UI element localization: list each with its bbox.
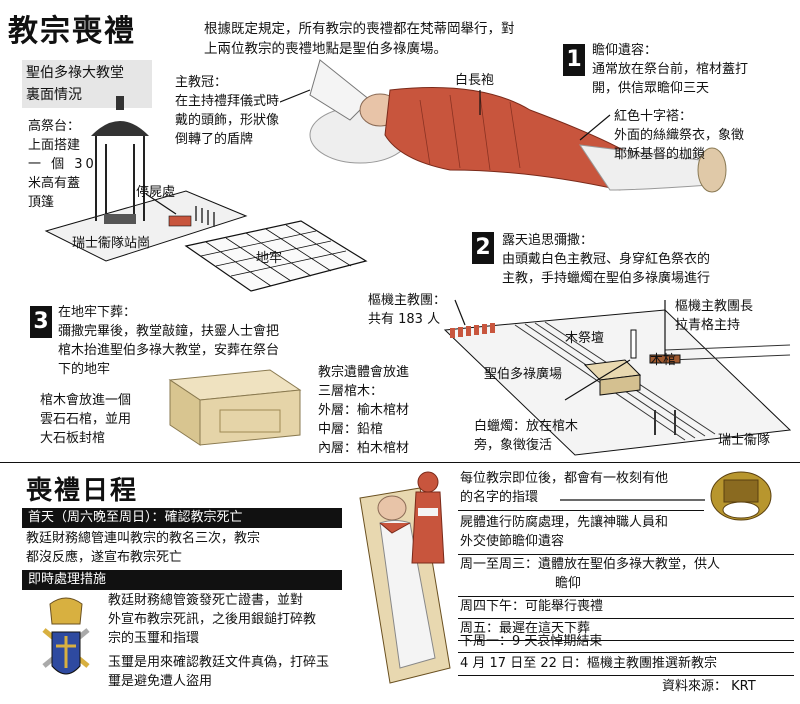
embalm-text-1: 屍體進行防腐處理，先讓神職人員和	[460, 515, 669, 530]
bier-label: 停屍處	[136, 185, 176, 200]
coffins-line-1: 教宗遺體會放進	[318, 365, 410, 380]
pallium-label-1: 紅色十字褡：	[614, 109, 693, 124]
section-divider	[0, 462, 800, 463]
step-3-line-2: 彌撒完畢後，教堂敲鐘，扶靈人士會把	[58, 324, 280, 339]
conclave-text: 4 月 17 日至 22 日：樞機主教團推選新教宗	[460, 656, 718, 671]
pallium-label-2: 外面的絲織祭衣，象徵	[614, 128, 745, 143]
altar-label-2: 上面搭建	[28, 138, 81, 153]
step-2-line-1: 露天追思彌撒：	[502, 233, 594, 248]
source-credit: 資料來源： KRT	[662, 679, 756, 694]
mon-wed-text-2: 瞻仰	[555, 576, 582, 591]
measures-text-2: 外宣布教宗死訊，之後用銀鎚打碎教	[108, 612, 317, 627]
guard-station-label: 瑞士衞隊站崗	[72, 236, 151, 251]
step-2-line-3: 主教，手持蠟燭在聖伯多祿廣場進行	[502, 271, 711, 286]
cardinal-figure-illustration	[411, 471, 445, 564]
swiss-guard-label: 瑞士衞隊	[718, 433, 771, 448]
schedule-rule	[458, 510, 704, 511]
coffins-line-4: 中層：鉛棺	[318, 422, 384, 437]
step-3-line-4: 下的地牢	[58, 362, 111, 377]
papal-coat-of-arms-icon	[42, 597, 90, 675]
ring-text-2: 的名字的指環	[460, 490, 539, 505]
candle-line-1: 白蠟燭：放在棺木	[474, 419, 579, 434]
wooden-coffin-label: 木棺	[650, 353, 677, 368]
schedule-rule	[458, 596, 794, 597]
coffins-line-3: 外層：榆木棺材	[318, 403, 410, 418]
mitre-label-2: 在主持禮拜儀式時	[175, 94, 280, 109]
day1-text-1: 教廷財務總管連叫教宗的教名三次，教宗	[26, 531, 261, 546]
page-title: 教宗喪禮	[8, 14, 136, 49]
schedule-rule	[458, 675, 794, 676]
schedule-rule	[458, 554, 794, 555]
step-3-number: 3	[30, 306, 52, 338]
ring-pointer-line	[560, 499, 705, 501]
intro-line-2: 上兩位教宗的喪禮地點是聖伯多祿廣場。	[204, 41, 447, 57]
step-2-number: 2	[472, 232, 494, 264]
seal-text-2: 璽是避免遭人盜用	[108, 674, 213, 689]
step-1-line-1: 瞻仰遺容：	[592, 43, 658, 58]
basilica-heading-1: 聖伯多祿大教堂	[26, 65, 124, 81]
mitre-label-4: 倒轉了的盾牌	[175, 132, 254, 147]
day1-text-2: 都沒反應，遂宣布教宗死亡	[26, 550, 183, 565]
coffins-line-2: 三層棺木：	[318, 384, 384, 399]
fisherman-ring-icon	[710, 471, 772, 521]
sarcophagus-line-2: 雲石石棺，並用	[40, 412, 132, 427]
altar-label-3: 一 個 30	[28, 157, 97, 172]
intro-line-1: 根據既定規定，所有教宗的喪禮都在梵蒂岡舉行，對	[204, 21, 515, 37]
seal-text-1: 玉璽是用來確認教廷文件真偽，打碎玉	[108, 655, 330, 670]
pope-lying-in-state-illustration	[280, 59, 727, 193]
basilica-heading-2: 裏面情況	[26, 87, 82, 103]
cardinals-line-1: 樞機主教團：	[368, 293, 447, 308]
step-1-number: 1	[563, 44, 585, 76]
candle-line-2: 旁，象徵復活	[474, 438, 553, 453]
measures-bar: 即時處理措施	[22, 570, 342, 590]
fri-text: 周五：最遲在這天下葬	[460, 621, 591, 636]
thu-text: 周四下午：可能舉行喪禮	[460, 599, 604, 614]
marble-sarcophagus-illustration	[168, 369, 302, 446]
altar-label-5: 頂篷	[28, 195, 55, 210]
square-name-label: 聖伯多祿廣場	[484, 367, 563, 382]
wooden-altar-label: 木祭壇	[565, 331, 605, 346]
measures-text-1: 教廷財務總管簽發死亡證書，並對	[108, 593, 304, 608]
schedule-rule	[458, 640, 794, 641]
step-3-line-3: 棺木抬進聖伯多祿大教堂，安葬在祭台	[58, 343, 280, 358]
mon-wed-text-1: 周一至周三：遺體放在聖伯多祿大教堂，供人	[460, 557, 721, 572]
day1-bar: 首天（周六晚至周日）：確認教宗死亡	[22, 508, 342, 528]
mitre-label-3: 戴的頭飾，形狀像	[175, 113, 280, 128]
measures-text-3: 宗的玉璽和指環	[108, 631, 200, 646]
step-3-line-1: 在地牢下葬：	[58, 305, 137, 320]
embalm-text-2: 外交使節瞻仰遺容	[460, 534, 565, 549]
ring-text-1: 每位教宗即位後，都會有一枚刻有他	[460, 471, 669, 486]
crypt-label: 地牢	[256, 251, 283, 266]
dean-line-2: 拉青格主持	[675, 318, 741, 333]
basilica-heading-box	[22, 60, 152, 108]
pallium-label-3: 耶穌基督的枷鎖	[614, 147, 706, 162]
basilica-floor-plan-illustration	[44, 96, 368, 292]
step-2-line-2: 由頭戴白色主教冠、身穿紅色祭衣的	[502, 252, 711, 267]
step-1-line-2: 通常放在祭台前，棺材蓋打	[592, 62, 749, 77]
altar-label-4: 米高有蓋	[28, 176, 81, 191]
white-robe-label: 白長袍	[455, 73, 495, 88]
schedule-heading: 喪禮日程	[26, 476, 139, 506]
step-1-line-3: 開，供信眾瞻仰三天	[592, 81, 710, 96]
st-peters-square-illustration	[443, 299, 792, 456]
next-mon-text: 下周一：9 天哀悼期結束	[460, 634, 603, 649]
altar-label-1: 高祭台：	[28, 119, 81, 134]
coffins-line-5: 內層：柏木棺材	[318, 441, 410, 456]
cardinals-line-2: 共有 183 人	[368, 312, 441, 327]
schedule-rule	[458, 618, 794, 619]
schedule-rule	[458, 652, 794, 653]
dean-line-1: 樞機主教團長	[675, 299, 754, 314]
sarcophagus-line-1: 棺木會放進一個	[40, 393, 132, 408]
sarcophagus-line-3: 大石板封棺	[40, 431, 106, 446]
mitre-label-1: 主教冠：	[175, 75, 228, 90]
